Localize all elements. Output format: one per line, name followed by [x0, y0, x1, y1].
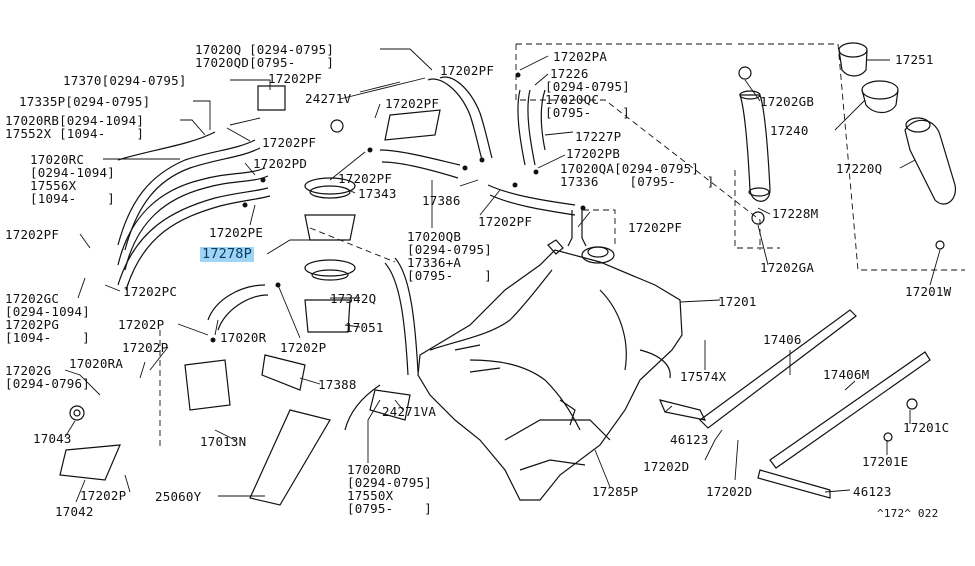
label-17020qc-date: [0795- ] [545, 105, 630, 120]
label-17020qc: 17020QC [545, 92, 600, 107]
label-17406: 17406 [763, 332, 802, 347]
label-17202p-d: 17202P [80, 488, 127, 503]
label-17042: 17042 [55, 504, 94, 519]
label-17336: 17336 [0795- ] [560, 174, 715, 189]
label-17051: 17051 [345, 320, 384, 335]
label-17020rc-date: [0294-1094] [30, 165, 115, 180]
label-17202pf-f: 17202PF [478, 214, 533, 229]
label-17336a-date: [0795- ] [407, 268, 492, 283]
label-17020qa: 17020QA[0294-0795] [560, 161, 700, 176]
label-17386: 17386 [422, 193, 461, 208]
label-25060y: 25060Y [155, 489, 202, 504]
label-17201c: 17201C [903, 420, 950, 435]
label-17552x: 17552X [1094- ] [5, 126, 145, 141]
connector-dots [210, 72, 586, 343]
label-17227p: 17227P [575, 129, 622, 144]
label-17388: 17388 [318, 377, 357, 392]
label-17228m: 17228M [772, 206, 819, 221]
label-17202pf-left: 17202PF [5, 227, 60, 242]
label-17202d-b: 17202D [706, 484, 753, 499]
label-17020qb: 17020QB [407, 229, 462, 244]
label-17020rd-date: [0294-0795] [347, 475, 432, 490]
label-17574x: 17574X [680, 369, 727, 384]
label-24271v: 24271V [305, 91, 352, 106]
label-17202p-c: 17202P [122, 340, 169, 355]
label-17202pe: 17202PE [209, 225, 264, 240]
label-17550x-date: [0795- ] [347, 501, 432, 516]
label-17202pf-b: 17202PF [440, 63, 495, 78]
label-17202pg-date: [1094- ] [5, 330, 90, 345]
leader-lines [64, 48, 941, 503]
label-17202pd: 17202PD [253, 156, 308, 171]
label-17336a: 17336+A [407, 255, 462, 270]
label-17202pf-g: 17202PF [628, 220, 683, 235]
label-17202p-b: 17202P [280, 340, 327, 355]
label-17240: 17240 [770, 123, 809, 138]
label-17202gc: 17202GC [5, 291, 60, 306]
dashed-group-outlines [159, 43, 965, 450]
label-17202p-a: 17202P [118, 317, 165, 332]
label-17202pf-d: 17202PF [262, 135, 317, 150]
label-17202d-a: 17202D [643, 459, 690, 474]
label-17020rb: 17020RB[0294-1094] [5, 113, 145, 128]
label-17202g-date: [0294-0796] [5, 376, 90, 391]
label-17335p: 17335P[0294-0795] [19, 94, 151, 109]
label-17342q: 17342Q [330, 291, 377, 306]
filler-parts [738, 42, 957, 250]
label-17278p-highlighted[interactable]: 17278P [200, 246, 254, 262]
label-17406m: 17406M [823, 367, 870, 382]
label-17220q: 17220Q [836, 161, 883, 176]
tank-straps [658, 309, 931, 499]
label-17020r: 17020R [220, 330, 267, 345]
label-17043: 17043 [33, 431, 72, 446]
label-17020qb-date: [0294-0795] [407, 242, 492, 257]
label-17202pf-c: 17202PF [385, 96, 440, 111]
label-17201: 17201 [718, 294, 757, 309]
fuel-tank [417, 239, 683, 501]
label-17020rd: 17020RD [347, 462, 402, 477]
label-17226-date: [0294-0795] [545, 79, 630, 94]
label-46123-b: 46123 [853, 484, 892, 499]
hoses [117, 76, 587, 431]
label-17201e: 17201E [862, 454, 909, 469]
diagram-code: ^172^ 022 [877, 507, 939, 520]
label-17013n: 17013N [200, 434, 247, 449]
label-17202gc-date: [0294-1094] [5, 304, 90, 319]
label-17020rc: 17020RC [30, 152, 85, 167]
pump-parts [59, 85, 441, 506]
label-17251: 17251 [895, 52, 934, 67]
label-17343: 17343 [358, 186, 397, 201]
label-17556x-date: [1094- ] [30, 191, 115, 206]
label-17020q: 17020Q [0294-0795] [195, 42, 335, 57]
label-17020ra: 17020RA [69, 356, 124, 371]
label-17020qd: 17020QD[0795- ] [195, 55, 335, 70]
label-17202pb: 17202PB [566, 146, 621, 161]
label-17370: 17370[0294-0795] [63, 73, 187, 88]
label-17226: 17226 [550, 66, 589, 81]
label-17202gb: 17202GB [760, 94, 815, 109]
label-17202pf-e: 17202PF [338, 171, 393, 186]
label-17202pa: 17202PA [553, 49, 608, 64]
label-17202g: 17202G [5, 363, 52, 378]
label-17202pc: 17202PC [123, 284, 178, 299]
label-17556x: 17556X [30, 178, 77, 193]
label-24271va: 24271VA [382, 404, 437, 419]
label-17202pf-a: 17202PF [268, 71, 323, 86]
label-17201w: 17201W [905, 284, 952, 299]
label-17202pg: 17202PG [5, 317, 60, 332]
label-17285p: 17285P [592, 484, 639, 499]
label-17202ga: 17202GA [760, 260, 815, 275]
label-17550x: 17550X [347, 488, 394, 503]
label-46123-a: 46123 [670, 432, 709, 447]
